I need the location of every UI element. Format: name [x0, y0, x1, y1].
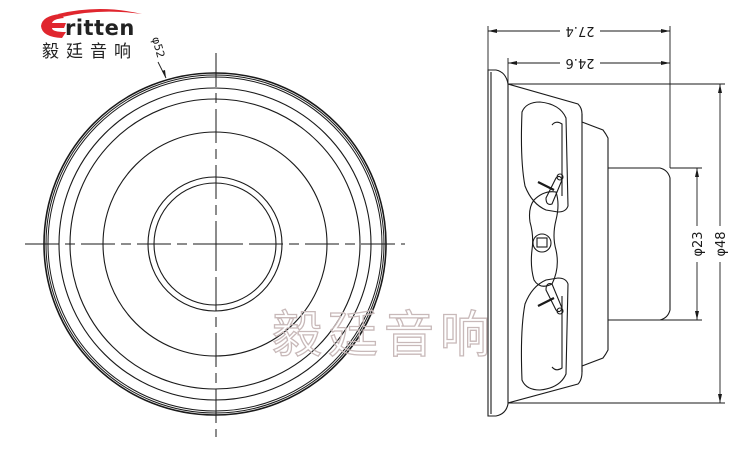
- upper-window: [520, 101, 569, 213]
- upper-lug-rivet: [556, 173, 564, 181]
- terminal-square-icon: [536, 237, 548, 248]
- lower-window: [520, 277, 569, 391]
- logo-e-mark: [41, 14, 66, 38]
- logo-swoosh: [58, 9, 142, 17]
- dimension-lines: [487, 26, 725, 404]
- dim-magnet-diameter-label: φ23: [691, 231, 706, 256]
- dim-arrow: [508, 61, 517, 65]
- brand-logo: ritten 毅廷音响: [41, 9, 142, 62]
- lower-lug-rivet: [556, 307, 564, 315]
- side-view: [487, 69, 671, 417]
- dim-arrow: [718, 394, 722, 403]
- logo-wordmark: ritten: [65, 16, 135, 40]
- watermark: 毅廷音响: [272, 306, 496, 364]
- lower-window-inner: [551, 296, 563, 371]
- upper-window-inner: [551, 121, 563, 196]
- front-rim: [487, 69, 509, 417]
- dim-arrow: [718, 84, 722, 93]
- dim-arrow: [695, 311, 699, 320]
- dim-frame-diameter-label: φ48: [714, 231, 729, 256]
- dim-frame-depth-label: 24.6: [566, 55, 595, 70]
- dim-arrow: [695, 168, 699, 177]
- dim-arrow: [661, 61, 670, 65]
- upper-terminal-lug: [545, 175, 563, 205]
- dim-arrow: [488, 29, 497, 33]
- logo-chinese-name: 毅廷音响: [42, 42, 138, 62]
- frame-basket: [507, 83, 609, 404]
- dim-overall-depth-label: 27.4: [566, 23, 595, 38]
- front-diameter-label: φ52: [149, 35, 167, 59]
- dim-arrow: [661, 29, 670, 33]
- front-view: [25, 53, 405, 437]
- upper-lead-wire: [537, 181, 555, 191]
- diameter-leader-arrow: [162, 70, 166, 78]
- terminal-circle: [532, 233, 552, 253]
- lower-lead-wire: [537, 297, 555, 307]
- magnet: [608, 167, 671, 321]
- lower-terminal-lug: [545, 283, 563, 313]
